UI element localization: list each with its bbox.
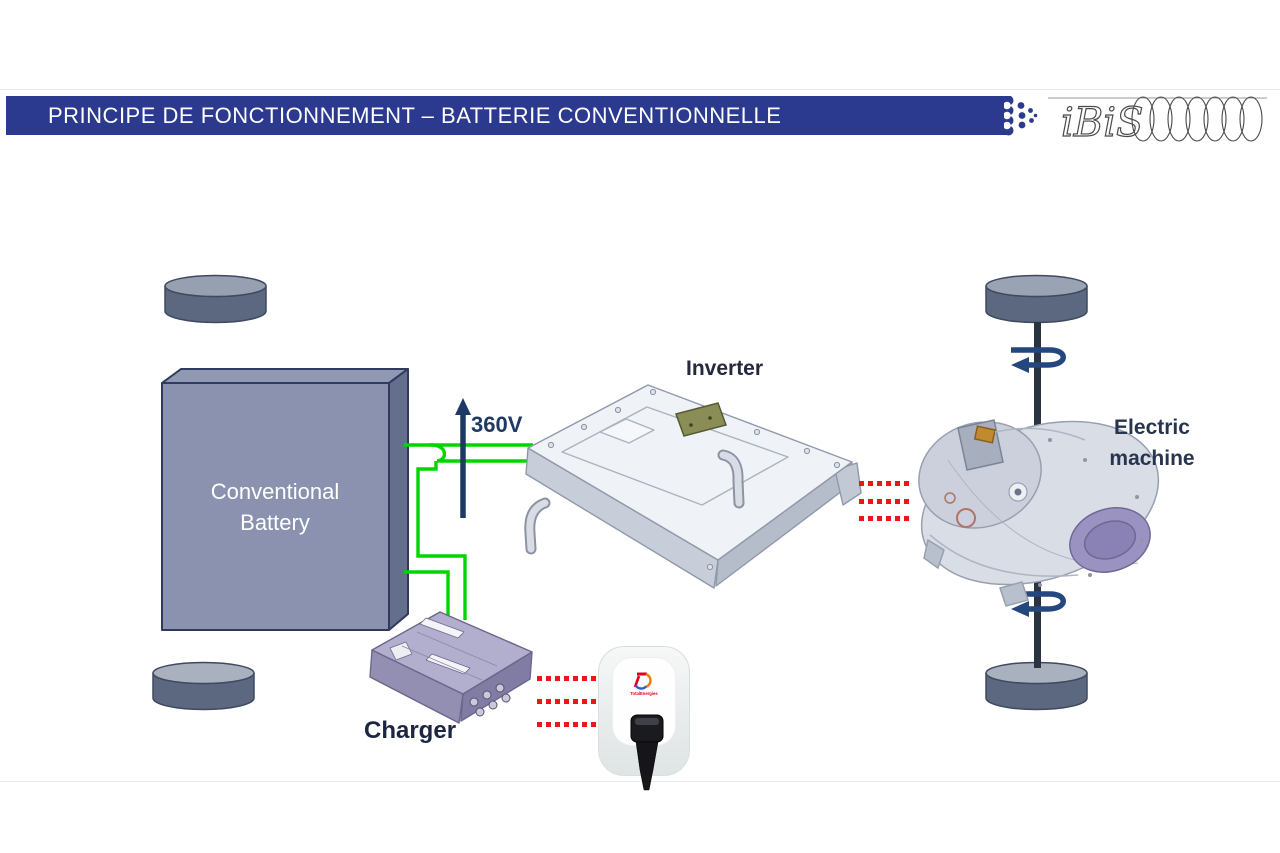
axle-lower-segment bbox=[1034, 562, 1041, 668]
wheel-front-right bbox=[985, 274, 1088, 324]
slide-title: PRINCIPE DE FONCTIONNEMENT – BATTERIE CO… bbox=[48, 103, 782, 128]
voltage-label: 360V bbox=[471, 412, 523, 437]
inverter-connector-block bbox=[675, 402, 727, 437]
wire-to-charger-2 bbox=[404, 570, 450, 627]
screws bbox=[547, 388, 841, 571]
charger-connectors bbox=[469, 683, 511, 717]
ac-link-inverter-machine-row2 bbox=[859, 499, 910, 504]
electric-machine-label-line1: Electric bbox=[1114, 416, 1190, 439]
slide-bottom-border bbox=[0, 781, 1280, 782]
arrow-up-icon bbox=[455, 398, 471, 415]
inverter-label: Inverter bbox=[686, 357, 764, 380]
rotation-arrow-upper-icon bbox=[1011, 347, 1066, 373]
machine-bolts bbox=[1038, 438, 1144, 587]
wire-to-charger-1 bbox=[416, 461, 467, 620]
rotation-arrow-lower-icon bbox=[1011, 591, 1066, 617]
axle-upper-segment bbox=[1034, 322, 1041, 426]
battery-label-line2: Battery bbox=[240, 510, 310, 535]
wheel-front-left bbox=[164, 274, 267, 324]
charger-label: Charger bbox=[364, 717, 457, 744]
electric-machine-label: Electric machine bbox=[1093, 412, 1211, 474]
inverter-image bbox=[524, 384, 862, 589]
title-bar: PRINCIPE DE FONCTIONNEMENT – BATTERIE CO… bbox=[6, 96, 1004, 135]
ac-link-charger-wallbox-row2 bbox=[537, 699, 596, 704]
battery-label-line1: Conventional bbox=[210, 479, 340, 504]
electric-machine-image bbox=[918, 419, 1160, 607]
totalenergies-wordmark: TotalEnergies bbox=[630, 691, 658, 696]
battery-label: Conventional Battery bbox=[165, 476, 385, 538]
ac-link-charger-wallbox-row3 bbox=[537, 722, 596, 727]
battery-front-face bbox=[161, 382, 390, 631]
green-wires bbox=[404, 443, 533, 627]
ac-link-inverter-machine-row3 bbox=[859, 516, 910, 521]
slide-top-border bbox=[0, 89, 1280, 90]
charger-image bbox=[369, 611, 533, 724]
wheel-top bbox=[164, 274, 267, 298]
ibis-logo-script: iBiS bbox=[1061, 100, 1143, 144]
hv-voltage-arrow bbox=[455, 398, 471, 518]
title-bar-scallop-decoration bbox=[1004, 96, 1038, 136]
ibis-logo: iBiS bbox=[1048, 96, 1267, 144]
ac-link-inverter-machine-row1 bbox=[859, 481, 910, 486]
electric-machine-label-line2: machine bbox=[1109, 447, 1195, 470]
wire-crossover-hop bbox=[428, 443, 447, 463]
wheel-rear-left bbox=[152, 661, 255, 711]
charging-plug-icon bbox=[630, 714, 664, 791]
totalenergies-logo: TotalEnergies bbox=[630, 672, 658, 696]
coil-sketch-icon bbox=[1131, 96, 1263, 142]
battery-box bbox=[161, 368, 409, 631]
ac-link-charger-wallbox-row1 bbox=[537, 676, 596, 681]
